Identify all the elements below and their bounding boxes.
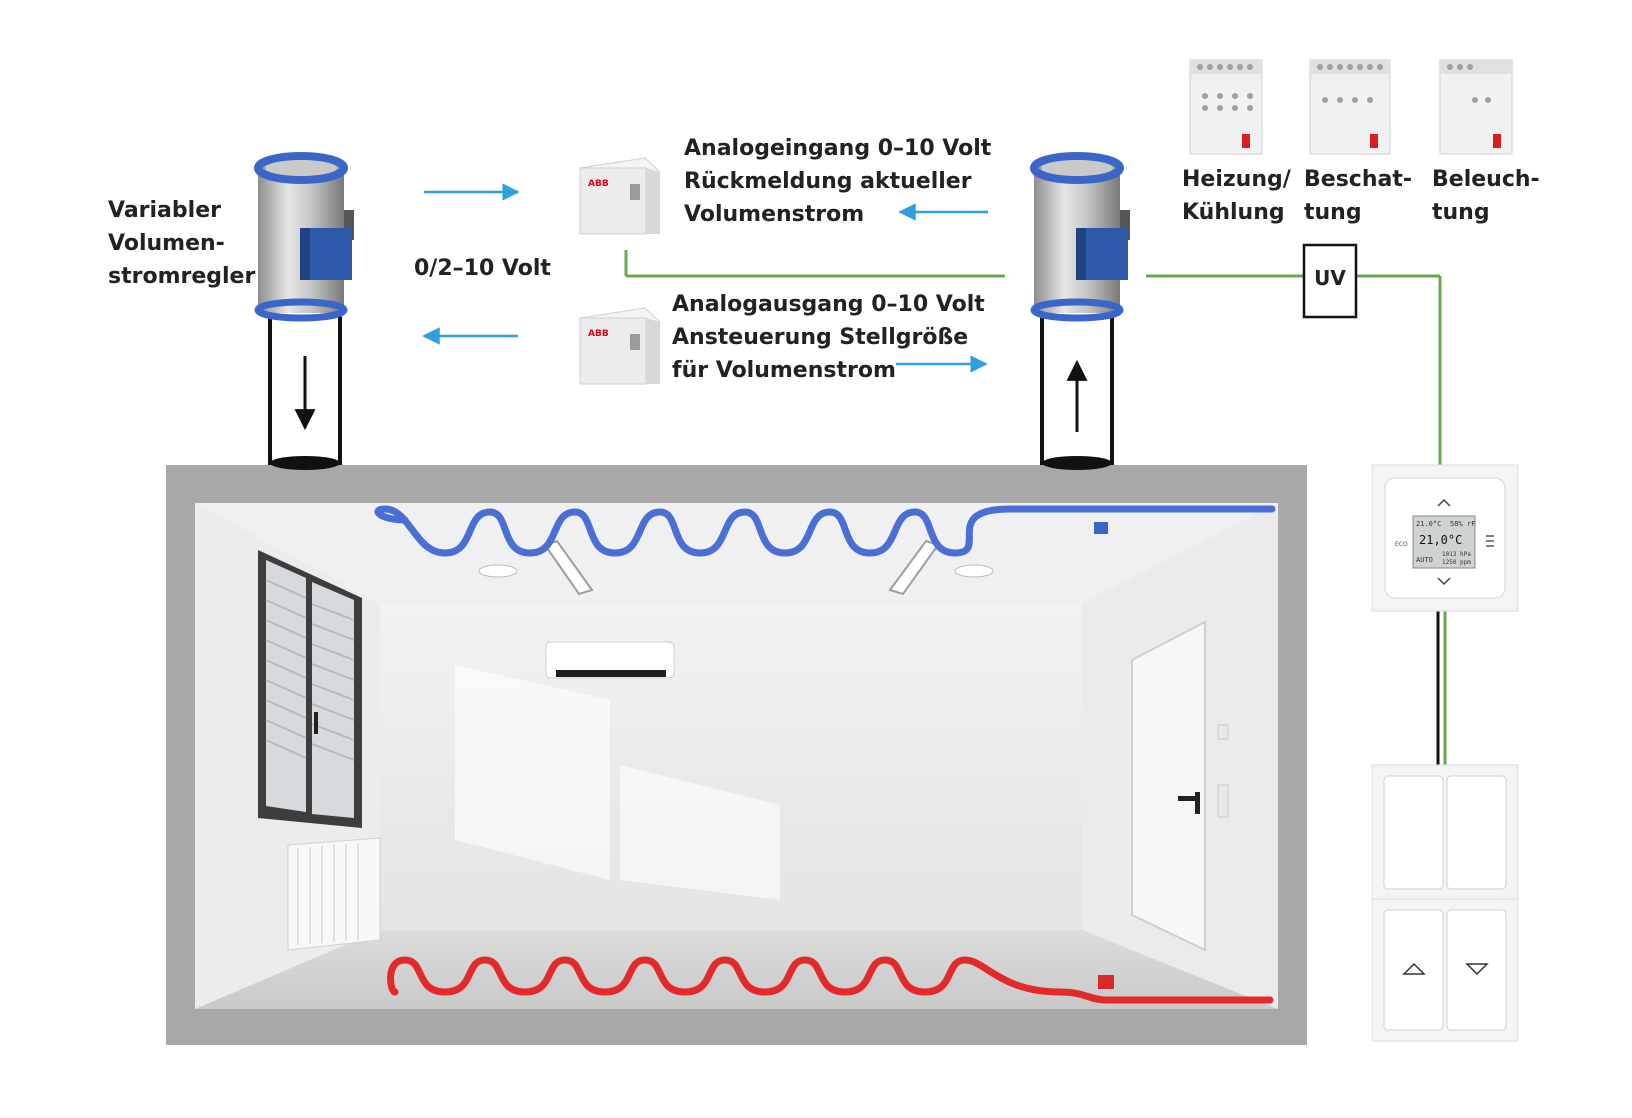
triangle-down-icon	[1465, 963, 1489, 976]
ceiling-cooling-pipe	[374, 505, 1276, 557]
analog-input-label: Analogeingang 0–10 Volt Rückmeldung aktu…	[684, 136, 992, 227]
room-controller: 21.0°C 58% rF 21,0°C AUTO 1013 hPa 1250 …	[1371, 464, 1519, 612]
ceiling	[195, 503, 1278, 604]
shading-label: Beschat- tung	[1304, 167, 1412, 225]
vav-regulator-label: Variabler Volumen- stromregler	[108, 198, 256, 289]
device-cable	[1436, 610, 1447, 765]
blind-switch	[1371, 898, 1519, 1042]
floor-pipe-valve	[1098, 975, 1114, 989]
light-patch	[455, 665, 610, 880]
light-switch-left-rocker[interactable]	[1383, 775, 1444, 890]
display-co2: 1250 ppm	[1442, 559, 1471, 566]
analog-input-module: ABB	[578, 157, 662, 235]
light-switch-right-rocker[interactable]	[1446, 775, 1507, 890]
radiator	[287, 837, 381, 951]
room-section	[166, 465, 1307, 1045]
air-conditioner-unit	[545, 641, 675, 679]
supply-duct	[268, 310, 342, 470]
blind-down-rocker[interactable]	[1446, 909, 1507, 1031]
module-brand-text: ABB	[588, 179, 609, 189]
right-vav-regulator	[1030, 152, 1130, 322]
window	[258, 550, 362, 828]
eco-label: ECO	[1395, 541, 1408, 548]
floor-heating-pipe	[387, 956, 1274, 1004]
distribution-box-label: UV	[1314, 266, 1346, 290]
display-top-right: 58% rF	[1450, 520, 1475, 528]
return-duct	[1040, 310, 1114, 470]
left-vav-regulator	[254, 152, 354, 322]
heating-cooling-actuator	[1189, 59, 1263, 155]
light-switch	[1371, 764, 1519, 900]
door	[1131, 620, 1229, 952]
controller-display	[1412, 515, 1476, 569]
display-mode: AUTO	[1416, 556, 1433, 564]
display-top-left: 21.0°C	[1416, 520, 1441, 528]
light-patch	[620, 765, 780, 900]
heating-cooling-label: Heizung/ Kühlung	[1182, 167, 1291, 225]
distribution-box	[1302, 243, 1358, 319]
ceiling-diffuser	[954, 564, 994, 578]
blind-up-rocker[interactable]	[1383, 909, 1444, 1031]
lighting-actuator	[1439, 59, 1513, 155]
ceiling-diffuser	[478, 564, 518, 578]
voltage-label: 0/2–10 Volt	[414, 256, 551, 281]
chevron-up-icon[interactable]	[1437, 498, 1451, 507]
analog-output-module: ABB	[578, 307, 662, 385]
display-temperature: 21,0°C	[1419, 533, 1462, 547]
menu-icon[interactable]	[1486, 535, 1494, 547]
lighting-label: Beleuch- tung	[1432, 167, 1540, 225]
display-pressure: 1013 hPa	[1442, 551, 1471, 558]
chevron-down-icon[interactable]	[1437, 577, 1451, 586]
bus-lines	[624, 250, 1442, 465]
module-brand-text: ABB	[588, 329, 609, 339]
ceiling-pipe-valve	[1094, 522, 1108, 534]
shading-actuator	[1309, 59, 1391, 155]
triangle-up-icon	[1402, 962, 1426, 975]
analog-output-label: Analogausgang 0–10 Volt Ansteuerung Stel…	[672, 292, 985, 383]
